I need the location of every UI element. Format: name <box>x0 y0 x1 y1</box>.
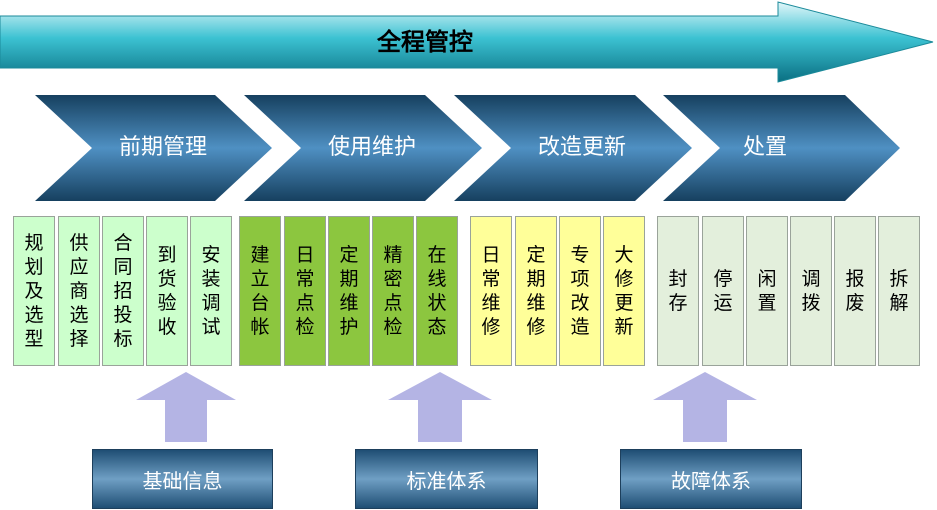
step-label: 在线状态 <box>427 244 447 338</box>
base-label: 标准体系 <box>406 468 487 493</box>
step-label: 精密点检 <box>383 244 403 338</box>
step-box: 安装调试 <box>190 216 232 366</box>
step-label: 安装调试 <box>201 244 221 338</box>
step-label: 闲置 <box>757 268 777 314</box>
step-box: 定期维护 <box>328 216 370 366</box>
base-box-basic-info: 基础信息 <box>92 449 273 509</box>
phase-chevron-2 <box>244 95 482 201</box>
step-box: 在线状态 <box>416 216 458 366</box>
step-box: 报废 <box>834 216 876 366</box>
base-label: 故障体系 <box>671 468 751 493</box>
step-label: 停运 <box>713 268 733 314</box>
base-box-standard-system: 标准体系 <box>355 449 538 509</box>
step-label: 定期维护 <box>339 244 359 338</box>
phase-label-renewal: 改造更新 <box>537 135 626 160</box>
up-arrow-basic-info <box>136 372 236 442</box>
step-box: 到货验收 <box>146 216 188 366</box>
phase-chevron-1 <box>35 95 272 201</box>
step-label: 大修更新 <box>614 244 634 338</box>
step-label: 建立台帐 <box>250 244 270 338</box>
step-label: 日常点检 <box>295 244 315 338</box>
step-box: 日常维修 <box>470 216 512 366</box>
step-label: 专项改造 <box>570 244 590 338</box>
step-label: 报废 <box>845 268 865 314</box>
step-box: 日常点检 <box>284 216 326 366</box>
phase-label-disposal: 处置 <box>742 135 787 160</box>
step-label: 规划及选型 <box>24 232 44 350</box>
step-box: 闲置 <box>746 216 788 366</box>
step-label: 封存 <box>668 268 688 314</box>
step-box: 封存 <box>657 216 699 366</box>
phase-chevron-3 <box>454 95 692 201</box>
phase-label-early: 前期管理 <box>118 135 207 160</box>
step-box: 调拨 <box>790 216 832 366</box>
step-label: 拆解 <box>889 268 909 314</box>
step-label: 日常维修 <box>481 244 501 338</box>
step-box: 精密点检 <box>372 216 414 366</box>
step-box: 供应商选择 <box>58 216 100 366</box>
step-box: 大修更新 <box>603 216 645 366</box>
step-box: 规划及选型 <box>13 216 55 366</box>
step-box: 专项改造 <box>559 216 601 366</box>
base-label: 基础信息 <box>142 468 223 493</box>
step-box: 停运 <box>702 216 744 366</box>
step-label: 合同招投标 <box>113 232 133 350</box>
step-label: 供应商选择 <box>69 232 89 350</box>
step-box: 建立台帐 <box>239 216 281 366</box>
support-arrows <box>136 372 757 442</box>
up-arrow-standard-system <box>388 372 492 442</box>
base-box-fault-system: 故障体系 <box>620 449 802 509</box>
banner-title: 全程管控 <box>377 28 473 56</box>
step-box: 合同招投标 <box>102 216 144 366</box>
phase-label-maintenance: 使用维护 <box>327 135 416 160</box>
step-label: 调拨 <box>801 268 821 314</box>
step-label: 到货验收 <box>157 244 177 338</box>
step-box: 定期维修 <box>515 216 557 366</box>
full-control-banner-arrow <box>0 1 934 83</box>
phase-chevrons <box>35 95 900 201</box>
step-box: 拆解 <box>878 216 920 366</box>
up-arrow-fault-system <box>653 372 757 442</box>
phase-chevron-4 <box>663 95 900 201</box>
step-label: 定期维修 <box>526 244 546 338</box>
